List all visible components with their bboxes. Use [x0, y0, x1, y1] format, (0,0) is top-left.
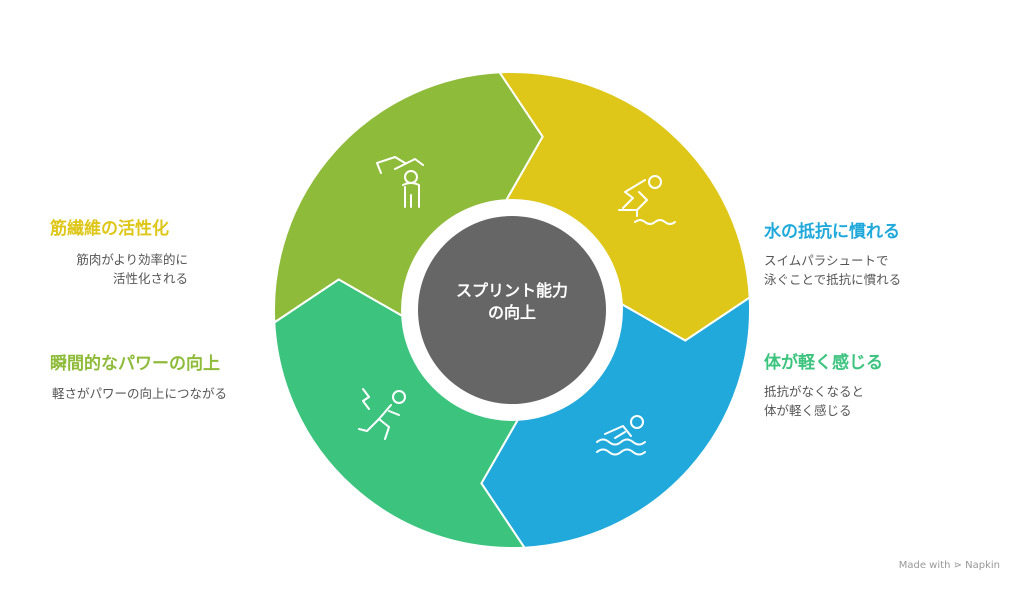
power-desc: 軽さがパワーの向上につながる — [52, 386, 228, 401]
center-circle — [418, 216, 606, 404]
swimmer-icon — [596, 415, 646, 456]
water-desc-line2: 泳ぐことで抵抗に慣れる — [764, 272, 902, 287]
fiber-desc-line2: 活性化される — [112, 271, 188, 286]
light-title: 体が軽く感じる — [764, 353, 883, 373]
center-label-line1: スプリント能力 — [455, 281, 568, 300]
segment-power — [272, 71, 544, 325]
diving-swimmer-icon — [618, 175, 676, 225]
fiber-desc: 筋肉がより効率的に 活性化される — [40, 250, 188, 288]
segment-light — [273, 278, 527, 550]
center-label-line2: の向上 — [487, 303, 536, 322]
water-title: 水の抵抗に慣れる — [764, 222, 900, 242]
water-desc: スイムパラシュートで 泳ぐことで抵抗に慣れる — [764, 251, 901, 289]
light-desc: 抵抗がなくなると 体が軽く感じる — [764, 382, 864, 420]
fiber-desc-line1: 筋肉がより効率的に — [76, 252, 188, 267]
power-title: 瞬間的なパワーの向上 — [50, 354, 220, 374]
center-label: スプリント能力 の向上 — [432, 280, 592, 324]
made-with-napkin: Made with ⋗ Napkin — [898, 560, 1000, 571]
fiber-title: 筋繊維の活性化 — [50, 219, 169, 239]
light-desc-line1: 抵抗がなくなると — [764, 384, 865, 399]
lifting-person-icon — [376, 156, 424, 208]
falling-person-icon — [358, 388, 406, 440]
segment-water — [480, 295, 752, 549]
light-desc-line2: 体が軽く感じる — [764, 403, 852, 418]
water-desc-line1: スイムパラシュートで — [764, 253, 889, 268]
